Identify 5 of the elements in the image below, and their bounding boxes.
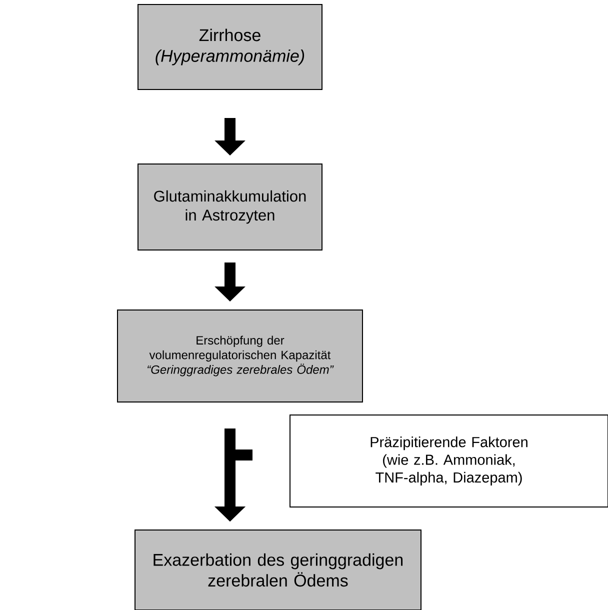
process-box: Erschöpfung der volumenregulatorischen Kapazität “Geringgradiges zerebrales Ödem” bbox=[117, 310, 363, 402]
process-box: Glutaminakkumulation in Astrozyten bbox=[138, 164, 322, 250]
process-box: Präzipitierende Faktoren (wie z.B. Ammoniak, TNF-alpha, Diazepam) bbox=[290, 414, 608, 508]
process-box: Zirrhose (Hyperammonämie) bbox=[138, 4, 322, 90]
process-box: Exazerbation des geringgradigen zerebralen Ödems bbox=[134, 530, 422, 610]
